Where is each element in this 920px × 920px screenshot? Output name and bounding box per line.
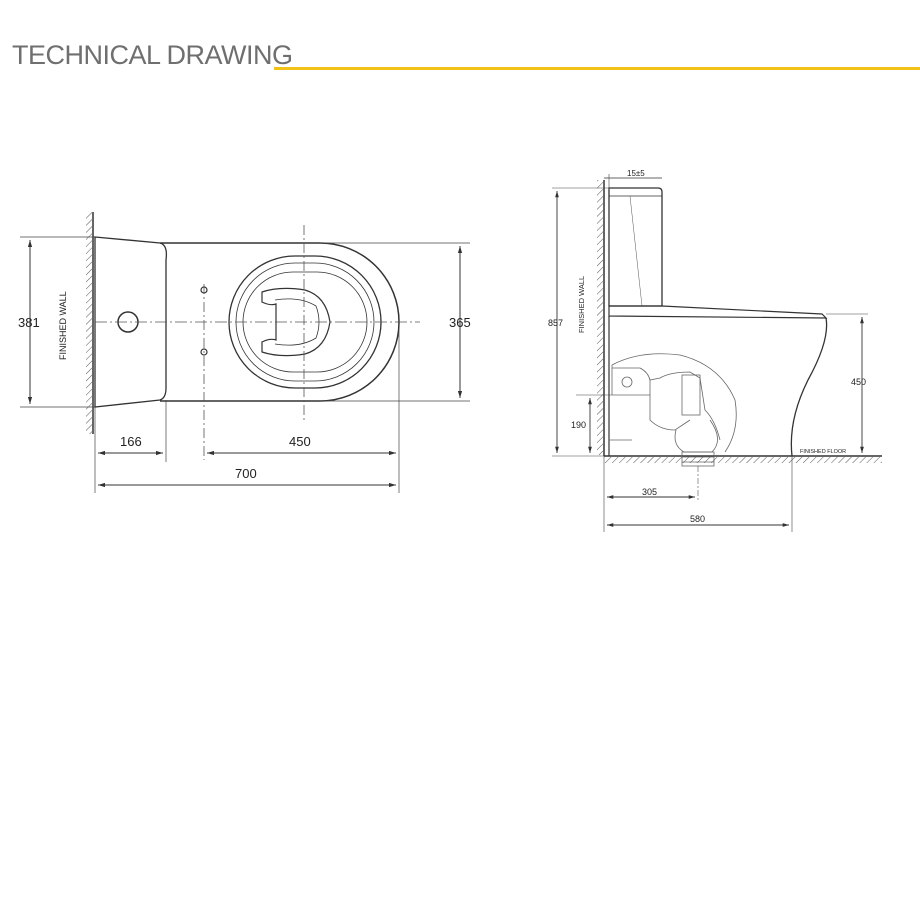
- dim-450-label: 450: [289, 434, 311, 449]
- plan-bowl-opening: [261, 287, 331, 357]
- plan-cistern: [94, 236, 168, 408]
- dim-580-label: 580: [690, 514, 705, 524]
- dim-365-label: 365: [449, 315, 471, 330]
- dim-700-label: 700: [235, 466, 257, 481]
- header: TECHNICAL DRAWING: [12, 40, 920, 80]
- dim-305-label: 305: [642, 487, 657, 497]
- dim-857-label: 857: [548, 318, 563, 328]
- dim-381-label: 381: [18, 315, 40, 330]
- plan-wall-label: FINISHED WALL: [58, 291, 68, 360]
- dim-166-label: 166: [120, 434, 142, 449]
- side-floor-hatch: [604, 457, 882, 463]
- title-rule: [274, 67, 920, 70]
- plan-hinge-hole-bottom: [200, 348, 208, 356]
- side-wall-label: FINISHED WALL: [577, 276, 586, 333]
- dim-450h-label: 450: [851, 377, 866, 387]
- side-floor-label: FINISHED FLOOR: [800, 449, 846, 455]
- page-title: TECHNICAL DRAWING: [12, 40, 293, 70]
- plan-view: FINISHED WALL 381 365: [18, 212, 471, 493]
- dim-190-label: 190: [571, 420, 586, 430]
- side-trapway: [610, 353, 737, 467]
- side-cistern: [608, 187, 663, 307]
- side-cistern-edge: [629, 195, 643, 307]
- side-wall-hatch: [597, 180, 603, 455]
- plan-wall-hatch: [86, 212, 92, 434]
- dim-wallgap-label: 15±5: [627, 169, 645, 178]
- side-view: FINISHED WALL FINISHED FLOOR: [548, 169, 882, 532]
- side-seat: [608, 305, 828, 319]
- side-pedestal-front: [790, 317, 828, 457]
